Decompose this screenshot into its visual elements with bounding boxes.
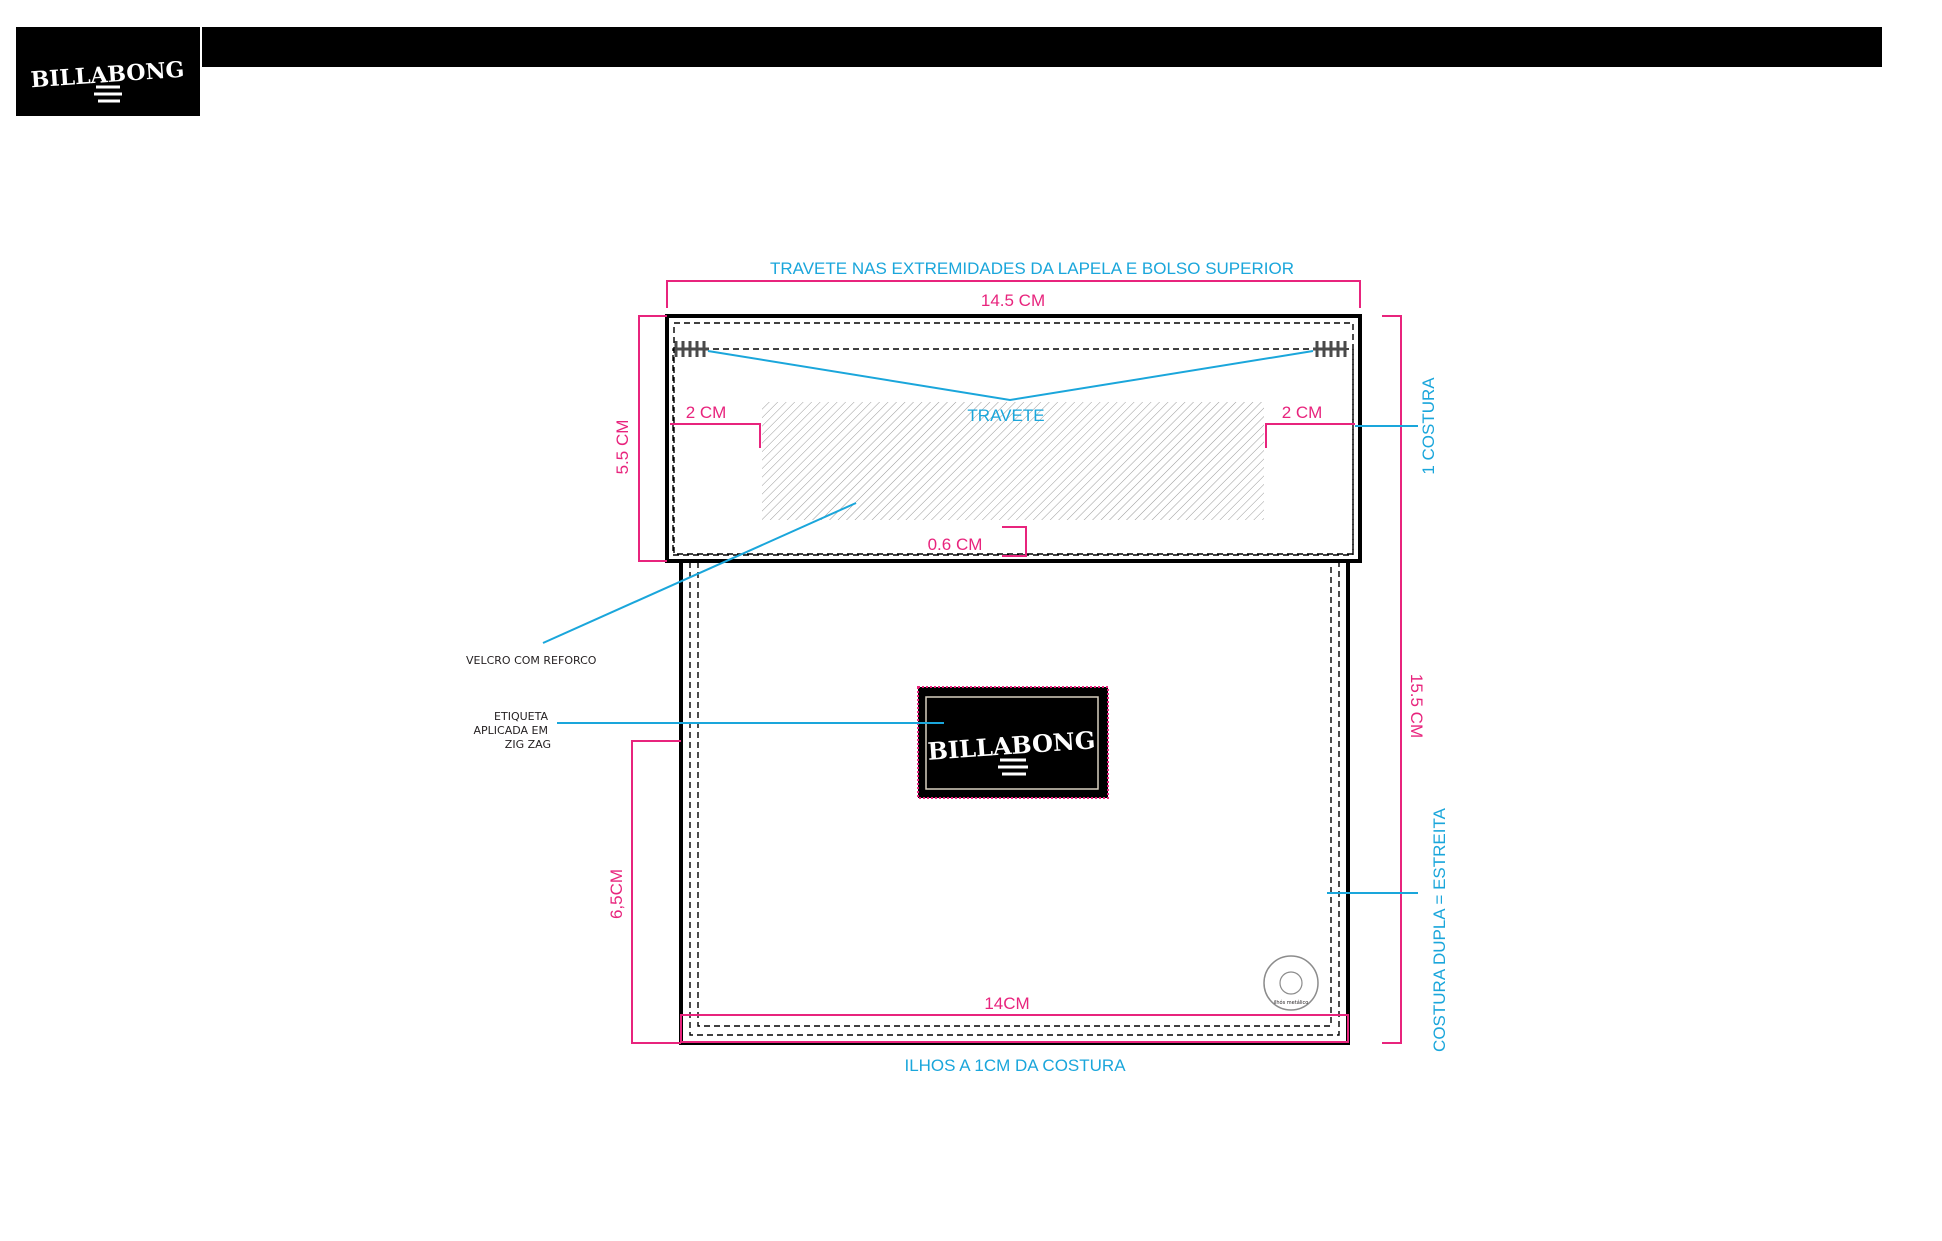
dim-left-margin: 2 CM <box>686 403 727 422</box>
pocket-body <box>679 558 1350 1045</box>
dim-gap: 0.6 CM <box>928 535 983 554</box>
dim-right-margin: 2 CM <box>1282 403 1323 422</box>
dim-lower-height: 6,5CM <box>607 869 626 919</box>
velcro-note: VELCRO COM REFORCO <box>466 654 597 667</box>
billabong-wave-icon <box>94 85 122 103</box>
label-note-1: ETIQUETA <box>494 710 548 723</box>
one-seam-note: 1 COSTURA <box>1419 377 1438 475</box>
travete-label: TRAVETE <box>967 406 1044 425</box>
svg-text:ilhós metálico: ilhós metálico <box>1274 999 1309 1006</box>
leader-lines <box>542 350 1418 894</box>
dim-total-height: 15.5 CM <box>1407 674 1426 738</box>
label-note-3: ZIG ZAG <box>505 738 551 751</box>
dimension-lines <box>631 280 1402 1044</box>
velcro-area <box>762 402 1264 520</box>
eyelets-note: ILHOS A 1CM DA COSTURA <box>904 1056 1126 1075</box>
dim-flap-height: 5.5 CM <box>613 420 632 475</box>
double-seam-note: COSTURA DUPLA = ESTREITA <box>1430 807 1449 1052</box>
dim-flap-width: 14.5 CM <box>981 291 1045 310</box>
dim-pocket-width: 14CM <box>984 994 1029 1013</box>
label-wave-icon <box>998 758 1028 776</box>
header-bar <box>16 27 1882 116</box>
eyelet-line-band <box>680 1014 1349 1043</box>
eyelet: ilhós metálico <box>1263 955 1319 1011</box>
label-note-2: APLICADA EM <box>474 724 548 737</box>
travete-right-icon <box>1313 341 1347 357</box>
travete-note: TRAVETE NAS EXTREMIDADES DA LAPELA E BOL… <box>770 259 1294 278</box>
label-patch: BILLABONG <box>917 686 1109 799</box>
travete-left-icon <box>674 341 709 357</box>
